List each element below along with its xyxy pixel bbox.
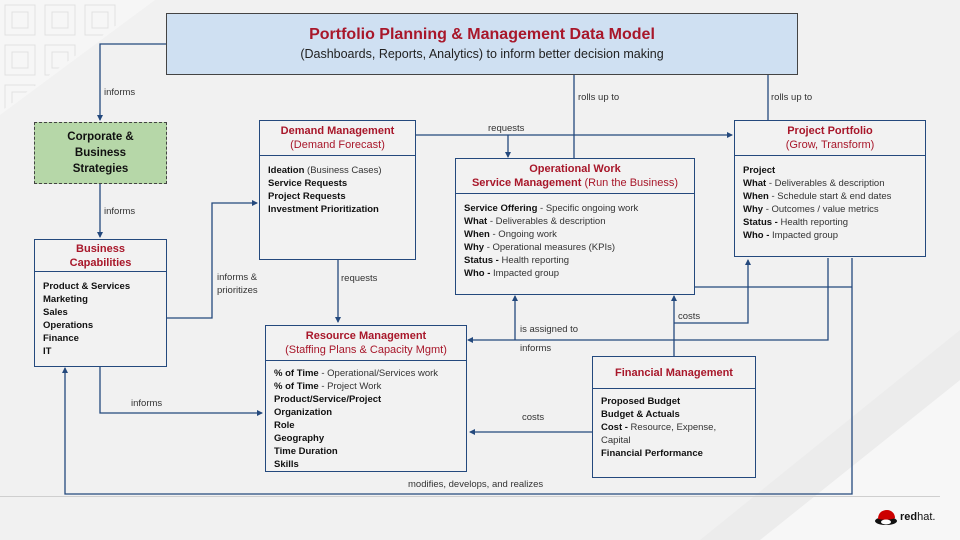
label-requests-down: requests — [341, 273, 378, 284]
business-capabilities-title: Business — [76, 243, 125, 255]
footer-divider — [0, 496, 940, 497]
list-item: Cost - Resource, Expense, — [601, 422, 717, 433]
demand-management-header: Demand Management (Demand Forecast) — [260, 121, 415, 156]
list-item: Financial Performance — [601, 448, 703, 459]
list-item: Proposed Budget — [601, 396, 681, 407]
label-costs-left: costs — [522, 412, 545, 423]
list-item: When - Ongoing work — [464, 229, 557, 240]
list-item: Product/Service/Project — [274, 394, 382, 405]
label-informs-prioritizes-1: informs & — [217, 272, 258, 283]
financial-management-box: Financial Management Proposed Budget Bud… — [592, 356, 756, 478]
label-requests-top: requests — [488, 123, 525, 134]
redhat-logo: redhat. — [874, 505, 944, 529]
label-costs-up: costs — [678, 311, 701, 322]
diagram-subtitle: (Dashboards, Reports, Analytics) to info… — [300, 47, 664, 61]
strategies-line-3: Strategies — [72, 163, 129, 175]
list-item: Budget & Actuals — [601, 409, 680, 420]
resource-management-subtitle: (Staffing Plans & Capacity Mgmt) — [285, 344, 447, 356]
demand-management-list: Ideation (Business Cases) Service Reques… — [260, 156, 415, 216]
project-portfolio-header: Project Portfolio (Grow, Transform) — [735, 121, 925, 156]
list-item: Status - Health reporting — [464, 255, 570, 266]
demand-management-box: Demand Management (Demand Forecast) Idea… — [259, 120, 416, 260]
list-item: What - Deliverables & description — [743, 178, 885, 189]
label-informs-bottom: informs — [131, 398, 163, 409]
list-item: Marketing — [43, 294, 88, 305]
demand-management-title: Demand Management — [280, 125, 395, 137]
list-item: Organization — [274, 407, 333, 418]
list-item: Operations — [43, 320, 94, 331]
project-portfolio-title: Project Portfolio — [787, 125, 873, 137]
project-portfolio-subtitle: (Grow, Transform) — [785, 139, 875, 151]
list-item: Service Offering - Specific ongoing work — [464, 203, 639, 214]
label-modifies-develops-realizes: modifies, develops, and realizes — [408, 479, 544, 490]
operational-work-subtitle: Service Management (Run the Business) — [471, 177, 679, 189]
operational-work-box: Operational Work Service Management (Run… — [455, 158, 695, 295]
corporate-business-strategies-box: Corporate & Business Strategies — [34, 122, 167, 184]
strategies-line-1: Corporate & — [67, 131, 134, 143]
list-item: Why - Outcomes / value metrics — [743, 204, 879, 215]
resource-management-list: % of Time - Operational/Services work % … — [266, 361, 466, 471]
list-item: Project Requests — [268, 191, 346, 202]
operational-work-header: Operational Work Service Management (Run… — [456, 159, 694, 194]
list-item: Why - Operational measures (KPIs) — [464, 242, 615, 253]
list-item: IT — [43, 346, 52, 357]
list-item: Service Requests — [268, 178, 348, 189]
project-portfolio-list: Project What - Deliverables & descriptio… — [735, 156, 925, 242]
label-rolls-up-2: rolls up to — [771, 92, 813, 103]
list-item: Ideation (Business Cases) — [268, 165, 382, 176]
list-item: Status - Health reporting — [743, 217, 849, 228]
list-item: Role — [274, 420, 295, 431]
project-portfolio-box: Project Portfolio (Grow, Transform) Proj… — [734, 120, 926, 257]
label-rolls-up-1: rolls up to — [578, 92, 620, 103]
resource-management-box: Resource Management (Staffing Plans & Ca… — [265, 325, 467, 472]
data-model-title-box: Portfolio Planning & Management Data Mod… — [166, 13, 798, 75]
redhat-hat-icon — [875, 510, 897, 525]
list-item: % of Time - Project Work — [274, 381, 382, 392]
list-item: What - Deliverables & description — [464, 216, 606, 227]
redhat-wordmark: redhat. — [900, 511, 936, 523]
list-item: Who - Impacted group — [743, 230, 839, 241]
diagram-title: Portfolio Planning & Management Data Mod… — [309, 26, 655, 43]
label-informs-prioritizes-2: prioritizes — [217, 285, 258, 296]
label-informs-top: informs — [104, 87, 136, 98]
business-capabilities-title-2: Capabilities — [69, 257, 132, 269]
list-item: Capital — [601, 435, 631, 446]
list-item: Project — [743, 165, 776, 176]
list-item: Product & Services — [43, 281, 131, 292]
resource-management-title: Resource Management — [305, 330, 427, 342]
list-item: Geography — [274, 433, 325, 444]
list-item: Sales — [43, 307, 68, 318]
label-is-assigned-to: is assigned to — [520, 324, 579, 335]
list-item: Investment Prioritization — [268, 204, 379, 215]
business-capabilities-box: Business Capabilities Product & Services… — [34, 239, 167, 367]
financial-management-list: Proposed Budget Budget & Actuals Cost - … — [593, 389, 755, 460]
list-item: When - Schedule start & end dates — [743, 191, 892, 202]
list-item: Time Duration — [274, 446, 338, 457]
label-informs-strategies: informs — [104, 206, 136, 217]
demand-management-subtitle: (Demand Forecast) — [290, 139, 385, 151]
financial-management-header: Financial Management — [593, 357, 755, 389]
operational-work-title: Operational Work — [529, 163, 621, 175]
list-item: Skills — [274, 459, 299, 470]
financial-management-title: Financial Management — [615, 367, 733, 379]
resource-management-header: Resource Management (Staffing Plans & Ca… — [266, 326, 466, 361]
business-capabilities-header: Business Capabilities — [35, 240, 166, 272]
business-capabilities-list: Product & Services Marketing Sales Opera… — [35, 272, 166, 358]
background-pattern — [4, 4, 116, 112]
operational-work-list: Service Offering - Specific ongoing work… — [456, 194, 694, 280]
label-informs-resource: informs — [520, 343, 552, 354]
list-item: % of Time - Operational/Services work — [274, 368, 439, 379]
list-item: Finance — [43, 333, 79, 344]
strategies-line-2: Business — [74, 147, 127, 159]
list-item: Who - Impacted group — [464, 268, 560, 279]
